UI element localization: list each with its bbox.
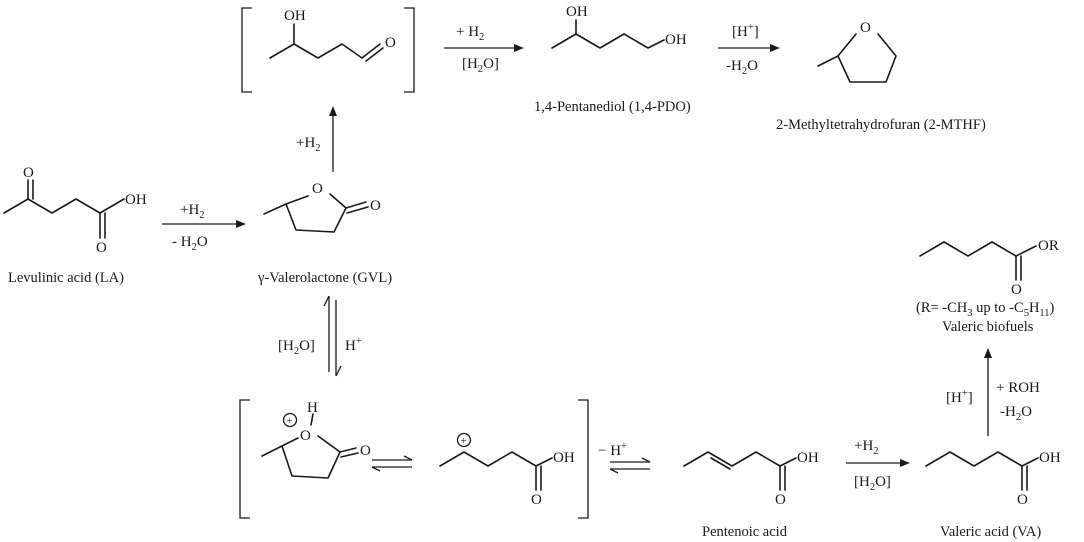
equilibrium-cation-exchange bbox=[371, 455, 413, 472]
condition-la-gvl-minus-water: - H2O bbox=[172, 234, 208, 253]
protonated-hydrogen: H bbox=[307, 400, 318, 416]
carbocation-acid-oxygen: O bbox=[531, 492, 542, 508]
condition-gvl-up-h2: +H2 bbox=[296, 135, 321, 154]
condition-protonation-water: [H2O] bbox=[278, 338, 315, 357]
arrow-to-biofuels bbox=[984, 348, 992, 436]
intermediate-aldehyde-oxygen: O bbox=[385, 35, 396, 51]
condition-va-water: [H2O] bbox=[854, 474, 891, 493]
arrow-to-mthf bbox=[718, 44, 780, 52]
protonated-ring-oxygen: O bbox=[300, 428, 311, 444]
la-acid-oxygen: O bbox=[96, 240, 107, 256]
equilibrium-deprotonation bbox=[609, 457, 651, 474]
gvl-label: γ-Valerolactone (GVL) bbox=[257, 270, 392, 286]
condition-ester-alcohol: + ROH bbox=[996, 380, 1040, 396]
la-keto-oxygen: O bbox=[23, 165, 34, 181]
biofuels-label: Valeric biofuels bbox=[942, 319, 1034, 335]
cation-bracket-left bbox=[239, 399, 250, 519]
pdo-hydroxyl-2: OH bbox=[566, 4, 588, 20]
condition-protonation-acid: H+ bbox=[345, 336, 362, 354]
mthf-label: 2-Methyltetrahydrofuran (2-MTHF) bbox=[776, 117, 986, 133]
ester-carbonyl-oxygen: O bbox=[1011, 282, 1022, 298]
arrow-to-pdo bbox=[444, 44, 524, 52]
condition-mthf-acid: [H+] bbox=[732, 22, 759, 40]
mthf-ring-oxygen: O bbox=[860, 20, 871, 36]
condition-pdo-water: [H2O] bbox=[462, 56, 499, 75]
condition-va-h2: +H2 bbox=[854, 438, 879, 457]
condition-la-gvl-h2: +H2 bbox=[180, 202, 205, 221]
valeric-acid-oxygen: O bbox=[1017, 492, 1028, 508]
protonated-gvl-structure: O H + O bbox=[261, 400, 371, 479]
arrow-la-to-gvl bbox=[162, 220, 246, 228]
equilibrium-gvl-protonation bbox=[323, 295, 342, 377]
gvl-structure: O O bbox=[263, 181, 381, 233]
arrow-to-valeric bbox=[846, 459, 910, 467]
mthf-structure: O bbox=[817, 20, 897, 83]
intermediate-hydroxyl: OH bbox=[284, 8, 306, 24]
pentenoic-acid-oxygen: O bbox=[775, 492, 786, 508]
carbocation-hydroxyl: OH bbox=[553, 450, 575, 466]
gvl-ring-oxygen: O bbox=[312, 181, 323, 197]
valeric-label: Valeric acid (VA) bbox=[940, 524, 1041, 540]
pentenoic-label: Pentenoic acid bbox=[702, 524, 788, 540]
valeric-hydroxyl: OH bbox=[1039, 450, 1061, 466]
pdo-structure: OH OH bbox=[551, 4, 687, 49]
cation-bracket-right bbox=[578, 399, 589, 519]
pdo-label: 1,4-Pentanediol (1,4-PDO) bbox=[534, 99, 691, 115]
condition-ester-acid: [H+] bbox=[946, 388, 973, 406]
valeric-ester-structure: OR O bbox=[919, 238, 1059, 298]
pentenoic-acid-structure: OH O bbox=[683, 450, 819, 508]
pentenoic-hydroxyl: OH bbox=[797, 450, 819, 466]
la-label: Levulinic acid (LA) bbox=[8, 270, 124, 286]
condition-deprotonation: − H+ bbox=[598, 441, 627, 459]
condition-mthf-minus-water: -H2O bbox=[726, 58, 758, 77]
hydroxypentanal-intermediate: OH O bbox=[241, 7, 415, 93]
gvl-carbonyl-oxygen: O bbox=[370, 198, 381, 214]
valeric-acid-structure: OH O bbox=[925, 450, 1061, 508]
carbocation-charge: + bbox=[461, 436, 467, 447]
arrow-gvl-up bbox=[329, 106, 337, 172]
condition-pdo-h2: + H2 bbox=[456, 24, 484, 43]
oxonium-charge: + bbox=[287, 416, 293, 427]
levulinic-acid-structure: O O OH bbox=[3, 165, 147, 256]
condition-ester-minus-water: -H2O bbox=[1000, 404, 1032, 423]
carbocation-acid-structure: + OH O bbox=[439, 432, 575, 508]
biofuel-r-range: (R= -CH3 up to -C5H11) bbox=[916, 300, 1055, 319]
ester-or-group: OR bbox=[1038, 238, 1059, 254]
la-hydroxyl: OH bbox=[125, 192, 147, 208]
protonated-carbonyl-oxygen: O bbox=[360, 443, 371, 459]
pdo-hydroxyl-1: OH bbox=[665, 32, 687, 48]
